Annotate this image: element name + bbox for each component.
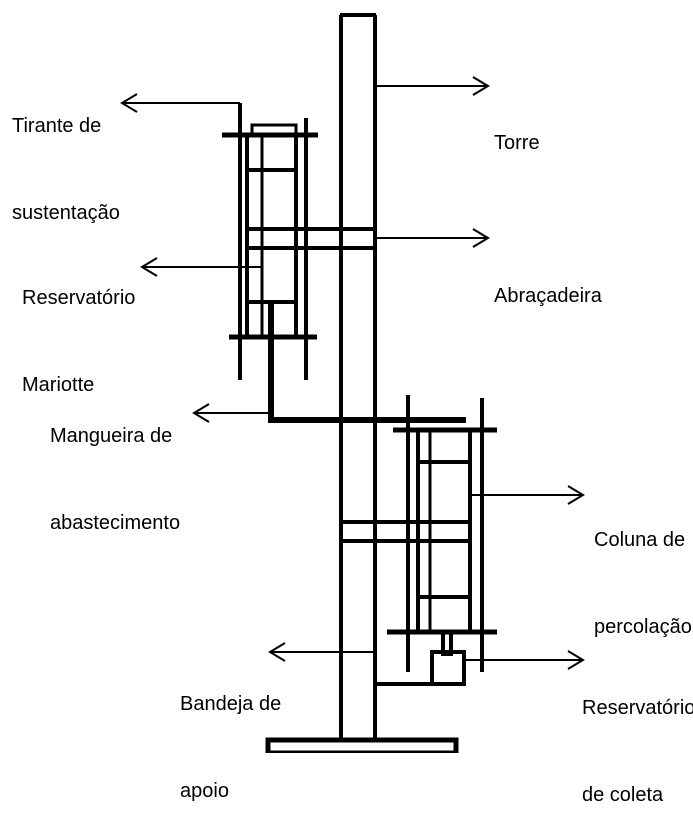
label-bandeja-de-apoio: Bandeja de apoio: [180, 632, 281, 835]
label-line: sustentação: [12, 202, 120, 224]
label-mangueira-de-abastecimento: Mangueira de abastecimento: [50, 364, 180, 567]
percolation-apparatus-diagram: [120, 13, 585, 753]
label-line: Torre: [494, 132, 540, 154]
label-line: Reservatório: [582, 697, 693, 719]
label-torre: Torre: [494, 71, 540, 187]
label-line: Mariotte: [22, 374, 95, 396]
label-line: Bandeja de: [180, 693, 282, 715]
label-reservatorio-de-coleta: Reservatório de coleta: [582, 636, 693, 839]
arrow-torre: [376, 76, 490, 96]
label-reservatorio-mariotte: Reservatório Mariotte: [22, 226, 135, 429]
arrow-mariotte: [140, 257, 262, 277]
label-tirante-de-sustentacao: Tirante de sustentação: [12, 54, 120, 257]
label-line: Reservatório: [22, 287, 136, 309]
arrow-mangueira: [192, 403, 271, 423]
percolation-column: [387, 395, 497, 672]
label-line: Tirante de: [12, 115, 102, 137]
label-line: Coluna de: [594, 529, 686, 551]
supply-hose: [268, 300, 466, 423]
tower: [339, 13, 377, 740]
label-line: Abraçadeira: [494, 285, 602, 307]
label-line: abastecimento: [50, 512, 181, 534]
label-line: Mangueira de: [50, 425, 173, 447]
label-line: percolação: [594, 616, 692, 638]
label-abracadeira: Abraçadeira: [494, 224, 602, 340]
upper-clamp: [245, 227, 377, 250]
tower-base: [265, 737, 459, 753]
label-coluna-de-percolacao: Coluna de percolação: [594, 468, 692, 671]
arrow-coluna: [470, 485, 585, 505]
collection-reservoir: [430, 632, 466, 686]
arrow-abracadeira: [375, 228, 490, 248]
arrow-tirante: [120, 93, 240, 113]
label-line: apoio: [180, 780, 229, 802]
arrow-bandeja: [268, 642, 376, 662]
arrow-coleta: [464, 650, 585, 670]
label-line: de coleta: [582, 784, 664, 806]
lower-clamp: [339, 520, 472, 543]
